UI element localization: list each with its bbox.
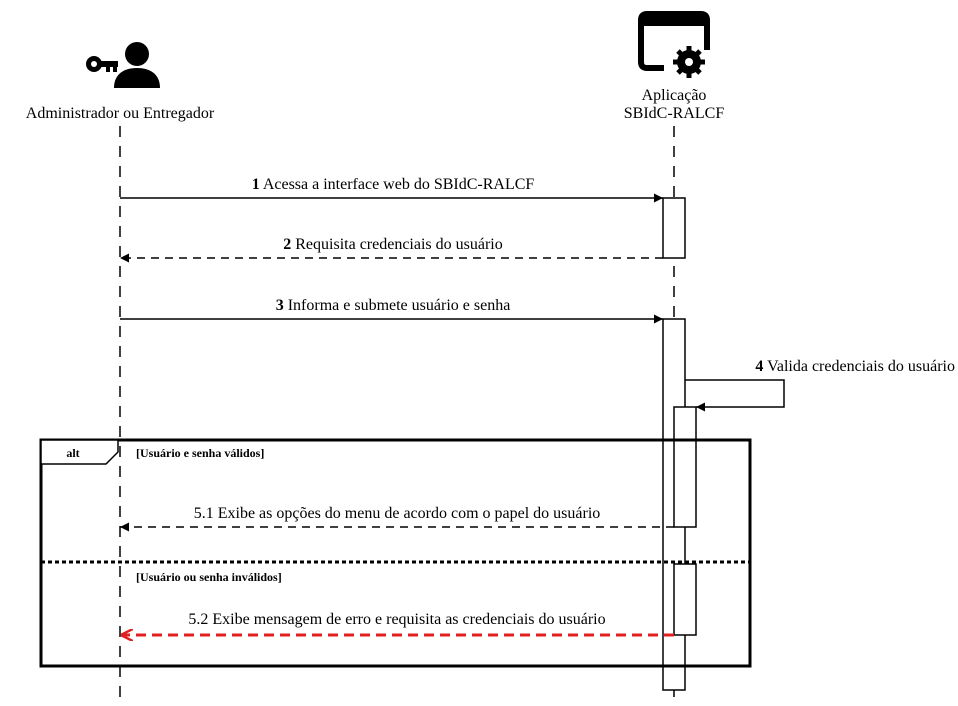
message-text: Informa e submete usuário e senha [288,297,511,314]
activation-bar [662,197,686,259]
message-text: Valida credenciais do usuário [767,358,955,375]
admin-key-user-icon [86,42,160,88]
nested-activation-bar [673,406,697,528]
message-label: 3 Informa e submete usuário e senha [276,297,511,314]
message-number: 3 [276,297,284,314]
message-text: Requisita credenciais do usuário [295,236,503,253]
message-number: 1 [252,176,260,193]
nested-activation-bar [673,563,697,636]
message-number: 4 [755,358,763,375]
message-label: 1 Acessa a interface web do SBIdC-RALCF [252,176,535,193]
actor-label: Administrador ou Entregador [26,105,215,122]
message-label: 2 Requisita credenciais do usuário [283,236,503,253]
alt-fragment [39,438,752,668]
self-call-arrow [685,379,785,412]
alt-operator-tab [40,439,119,465]
guard-condition: [Usuário e senha válidos] [136,446,264,460]
message-label: 5.2 Exibe mensagem de erro e requisita a… [188,611,605,628]
message-label: 4 Valida credenciais do usuário [755,358,955,375]
alt-operator-label: alt [66,446,79,460]
guard-condition: [Usuário ou senha inválidos] [136,570,282,584]
message-label: 5.1 Exibe as opções do menu de acordo co… [194,505,601,522]
application-settings-icon [638,11,710,78]
message-text: Acessa a interface web do SBIdC-RALCF [263,176,535,193]
system-label-line1: Aplicação [642,87,707,104]
system-label-line2: SBIdC-RALCF [624,105,725,122]
message-number: 2 [283,236,291,253]
